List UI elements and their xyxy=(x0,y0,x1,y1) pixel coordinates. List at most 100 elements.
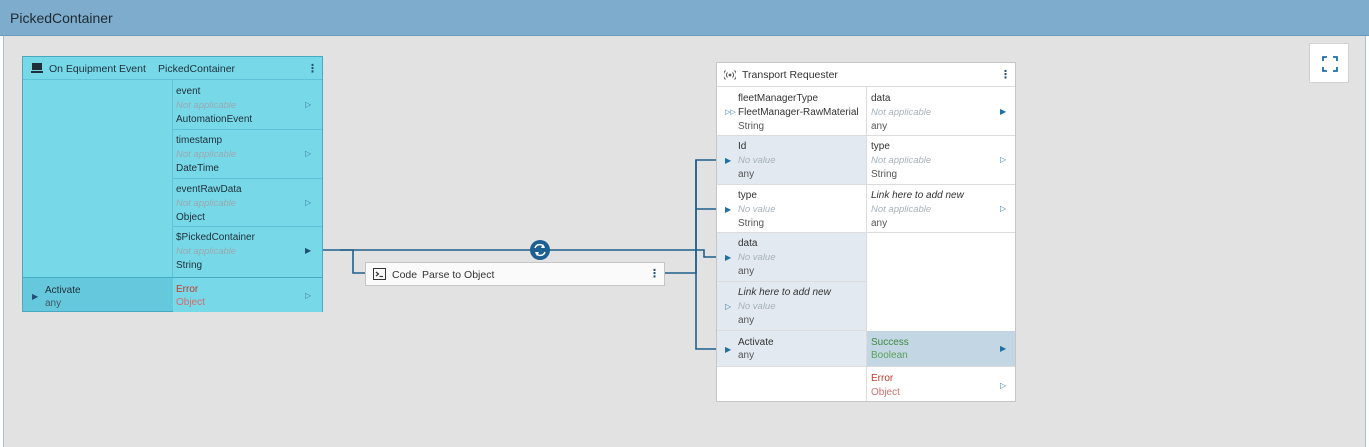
output-port-success[interactable]: Success Boolean ▶ xyxy=(867,331,1015,367)
port-type: AutomationEvent xyxy=(176,114,253,125)
input-port-fleet-manager-type[interactable]: ▷▷ fleetManagerType FleetManager-RawMate… xyxy=(717,88,866,136)
equipment-node-label: On Equipment Event xyxy=(49,63,146,75)
fullscreen-icon xyxy=(1322,56,1338,72)
port-name: Link here to add new xyxy=(738,287,831,298)
transport-node-label: Transport Requester xyxy=(742,69,838,81)
input-arrow-icon[interactable]: ▶ xyxy=(32,292,39,301)
port-type: String xyxy=(738,218,765,229)
port-name: type xyxy=(738,190,757,201)
transport-requester-node[interactable]: Transport Requester ⋮ ▷▷ fleetManagerTyp… xyxy=(716,62,1016,402)
terminal-icon xyxy=(373,268,386,280)
port-name: data xyxy=(871,93,891,104)
input-arrow-icon[interactable]: ▶ xyxy=(725,345,732,354)
output-port-picked-container[interactable]: $PickedContainer Not applicable String ▶ xyxy=(173,227,322,277)
port-value: No value xyxy=(738,301,776,312)
port-value: No value xyxy=(738,204,776,215)
input-port-activate[interactable]: ▶ Activate any xyxy=(23,278,172,312)
code-node-label: Code xyxy=(392,269,418,281)
wire-picked-to-code xyxy=(340,249,365,274)
output-arrow-icon[interactable]: ▷ xyxy=(305,198,312,207)
wire-picked-to-data xyxy=(323,249,716,258)
code-node[interactable]: Code Parse to Object ⋮ xyxy=(365,262,665,286)
input-port-data[interactable]: ▶ data No value any xyxy=(717,233,866,282)
port-name: Activate xyxy=(738,337,774,348)
output-arrow-icon[interactable]: ▶ xyxy=(1000,344,1007,353)
port-value: Not applicable xyxy=(176,149,237,160)
input-port-id[interactable]: ▶ Id No value any xyxy=(717,136,866,185)
output-arrow-icon[interactable]: ▷ xyxy=(305,291,312,300)
fullscreen-button[interactable] xyxy=(1309,43,1349,83)
input-port-add-new[interactable]: ▷ Link here to add new No value any xyxy=(717,282,866,331)
input-arrow-icon[interactable]: ▶ xyxy=(725,253,732,262)
port-name: Activate xyxy=(45,285,81,296)
port-type: Object xyxy=(176,212,205,223)
port-type: String xyxy=(176,260,203,271)
port-type: any xyxy=(738,315,755,326)
port-name: Error xyxy=(871,373,894,384)
output-arrow-icon[interactable]: ▷ xyxy=(1000,155,1007,164)
port-name: Link here to add new xyxy=(871,190,964,201)
transport-node-header[interactable]: Transport Requester ⋮ xyxy=(717,63,1015,87)
output-arrow-icon[interactable]: ▷ xyxy=(305,149,312,158)
wire-code-activate xyxy=(695,160,716,350)
input-arrow-icon[interactable]: ▶ xyxy=(725,156,732,165)
port-type: any xyxy=(738,350,755,361)
more-vertical-icon[interactable]: ⋮ xyxy=(1000,69,1011,81)
port-type: Object xyxy=(871,387,900,398)
broadcast-icon xyxy=(724,70,736,80)
output-port-add-new[interactable]: Link here to add new Not applicable any … xyxy=(867,185,1015,233)
port-name: event xyxy=(176,86,201,97)
transport-node-divider xyxy=(866,87,867,401)
equipment-node-header[interactable]: On Equipment Event PickedContainer ⋮ xyxy=(23,57,322,80)
output-port-error[interactable]: Error Object ▷ xyxy=(173,278,322,312)
equipment-node-name: PickedContainer xyxy=(158,63,236,75)
code-node-name: Parse to Object xyxy=(422,269,495,281)
port-name: Id xyxy=(738,141,747,152)
equipment-icon xyxy=(31,63,43,73)
input-port-type[interactable]: ▶ type No value String xyxy=(717,185,866,233)
port-type: DateTime xyxy=(176,163,219,174)
output-arrow-icon[interactable]: ▶ xyxy=(305,246,312,255)
output-port-event[interactable]: event Not applicable AutomationEvent ▷ xyxy=(173,81,322,130)
output-arrow-icon[interactable]: ▷ xyxy=(1000,381,1007,390)
port-type: any xyxy=(871,218,888,229)
port-value: Not applicable xyxy=(871,155,932,166)
port-value: Not applicable xyxy=(176,246,237,257)
output-arrow-icon[interactable]: ▷ xyxy=(305,100,312,109)
port-name: $PickedContainer xyxy=(176,232,255,243)
port-type: any xyxy=(45,298,62,309)
port-type: String xyxy=(738,121,765,132)
output-arrow-icon[interactable]: ▶ xyxy=(1000,107,1007,116)
port-name: type xyxy=(871,141,890,152)
port-value: Not applicable xyxy=(176,100,237,111)
input-arrow-icon[interactable]: ▷▷ xyxy=(725,109,736,116)
input-arrow-icon[interactable]: ▷ xyxy=(725,302,732,311)
input-arrow-icon[interactable]: ▶ xyxy=(725,205,732,214)
more-vertical-icon[interactable]: ⋮ xyxy=(649,268,660,280)
sync-icon[interactable] xyxy=(530,240,550,260)
port-name: data xyxy=(738,238,758,249)
input-port-activate[interactable]: ▶ Activate any xyxy=(717,331,866,367)
output-port-type[interactable]: type Not applicable String ▷ xyxy=(867,136,1015,185)
equipment-node-divider xyxy=(172,80,173,311)
port-name: eventRawData xyxy=(176,184,242,195)
output-port-error[interactable]: Error Object ▷ xyxy=(867,368,1015,401)
output-port-timestamp[interactable]: timestamp Not applicable DateTime ▷ xyxy=(173,130,322,179)
flow-title: PickedContainer xyxy=(10,10,113,26)
wire-code-to-activate xyxy=(665,159,716,274)
output-port-data[interactable]: data Not applicable any ▶ xyxy=(867,88,1015,136)
port-name: Success xyxy=(871,337,909,348)
port-type: any xyxy=(738,169,755,180)
port-name: fleetManagerType xyxy=(738,93,819,104)
more-vertical-icon[interactable]: ⋮ xyxy=(307,63,318,75)
port-type: Boolean xyxy=(871,350,908,361)
port-name: timestamp xyxy=(176,135,223,146)
output-arrow-icon[interactable]: ▷ xyxy=(1000,204,1007,213)
port-name: Error xyxy=(176,284,199,295)
port-value: No value xyxy=(738,252,776,263)
flow-title-bar: PickedContainer xyxy=(0,0,1369,36)
port-type: String xyxy=(871,169,898,180)
equipment-event-node[interactable]: On Equipment Event PickedContainer ⋮ eve… xyxy=(22,56,323,312)
output-port-event-raw-data[interactable]: eventRawData Not applicable Object ▷ xyxy=(173,179,322,227)
